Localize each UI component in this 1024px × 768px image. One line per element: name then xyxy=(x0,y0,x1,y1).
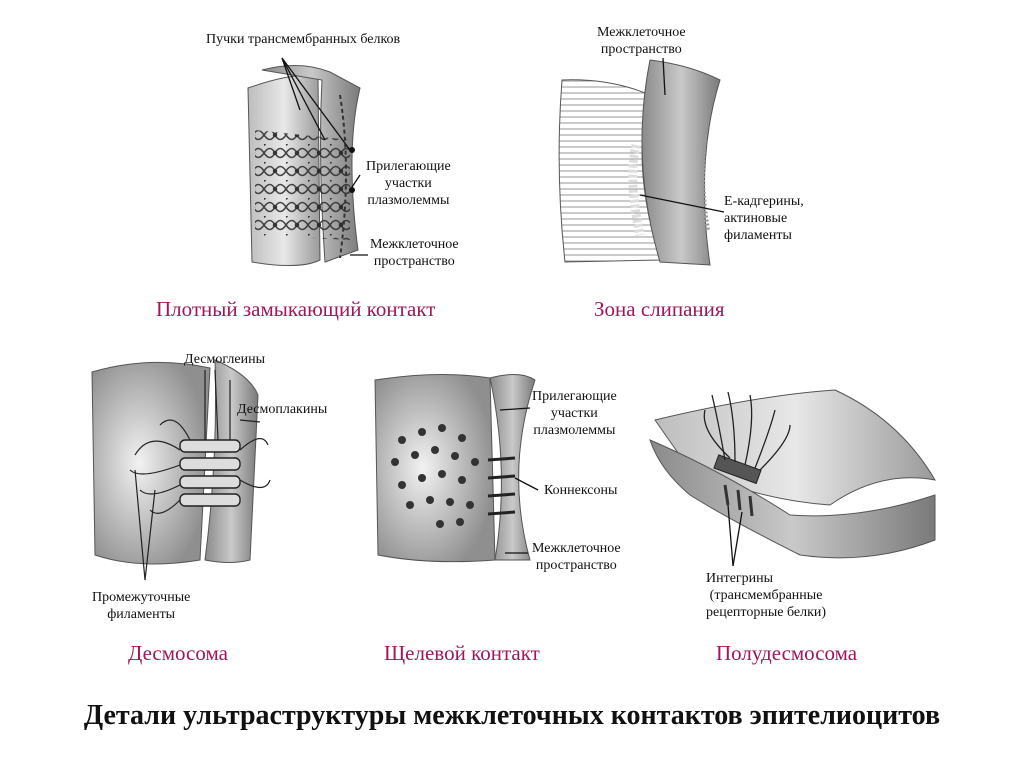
label-line: рецепторные белки) xyxy=(706,605,827,620)
caption-tight-junction: Плотный замыкающий контакт xyxy=(156,297,436,321)
gap-junction-drawing xyxy=(374,373,539,563)
label-desmoplakins: Десмоплакины xyxy=(237,402,328,417)
label-line: пространство xyxy=(535,558,617,573)
caption-hemidesmosome: Полудесмосома xyxy=(716,641,858,665)
hemidesmosome-drawing xyxy=(649,389,936,567)
caption-desmosome: Десмосома xyxy=(128,641,228,665)
slide-title: Детали ультраструктуры межклеточных конт… xyxy=(83,700,941,731)
label-line: актиновые xyxy=(724,211,788,226)
caption-adhesion-zone: Зона слипания xyxy=(594,297,725,321)
label-adjacent-areas-2: Прилегающие участки плазмолеммы xyxy=(532,388,617,439)
label-line: участки xyxy=(550,406,598,421)
label-desmogleins: Десмоглеины xyxy=(184,352,265,367)
label-line: пространство xyxy=(373,254,455,269)
label-line: Прилегающие xyxy=(532,389,617,404)
label-integrins: Интегрины (трансмембранные рецепторные б… xyxy=(706,570,826,621)
caption-gap-junction: Щелевой контакт xyxy=(384,641,540,665)
label-intermediate-filaments: Промежуточные филаменты xyxy=(92,589,190,623)
label-intercellular-space-1: Межклеточное пространство xyxy=(370,236,459,270)
label-line: Прилегающие xyxy=(366,159,451,174)
label-connexons: Коннексоны xyxy=(544,483,618,498)
label-line: филаменты xyxy=(107,607,176,622)
label-line: пространство xyxy=(600,42,682,57)
label-line: (трансмембранные xyxy=(709,588,823,603)
label-line: Интегрины xyxy=(706,571,774,586)
adhesion-zone-drawing xyxy=(558,57,725,266)
label-line: Межклеточное xyxy=(532,541,621,556)
label-line: Е-кадгерины, xyxy=(724,194,804,209)
tight-junction-drawing xyxy=(247,57,368,267)
label-intercellular-space-2: Межклеточное пространство xyxy=(597,24,686,58)
desmosome-drawing xyxy=(91,359,271,581)
label-line: Межклеточное xyxy=(370,237,459,252)
label-line: Межклеточное xyxy=(597,25,686,40)
label-line: плазмолеммы xyxy=(367,193,450,208)
label-cadherins: Е-кадгерины, актиновые филаменты xyxy=(724,193,804,244)
label-line: филаменты xyxy=(724,228,792,243)
label-line: участки xyxy=(384,176,432,191)
label-line: Промежуточные xyxy=(92,590,191,605)
label-line: плазмолеммы xyxy=(533,423,616,438)
label-adjacent-areas-1: Прилегающие участки плазмолеммы xyxy=(366,158,451,209)
label-intercellular-space-3: Межклеточное пространство xyxy=(532,540,621,574)
label-protein-bundles: Пучки трансмембранных белков xyxy=(206,32,401,47)
